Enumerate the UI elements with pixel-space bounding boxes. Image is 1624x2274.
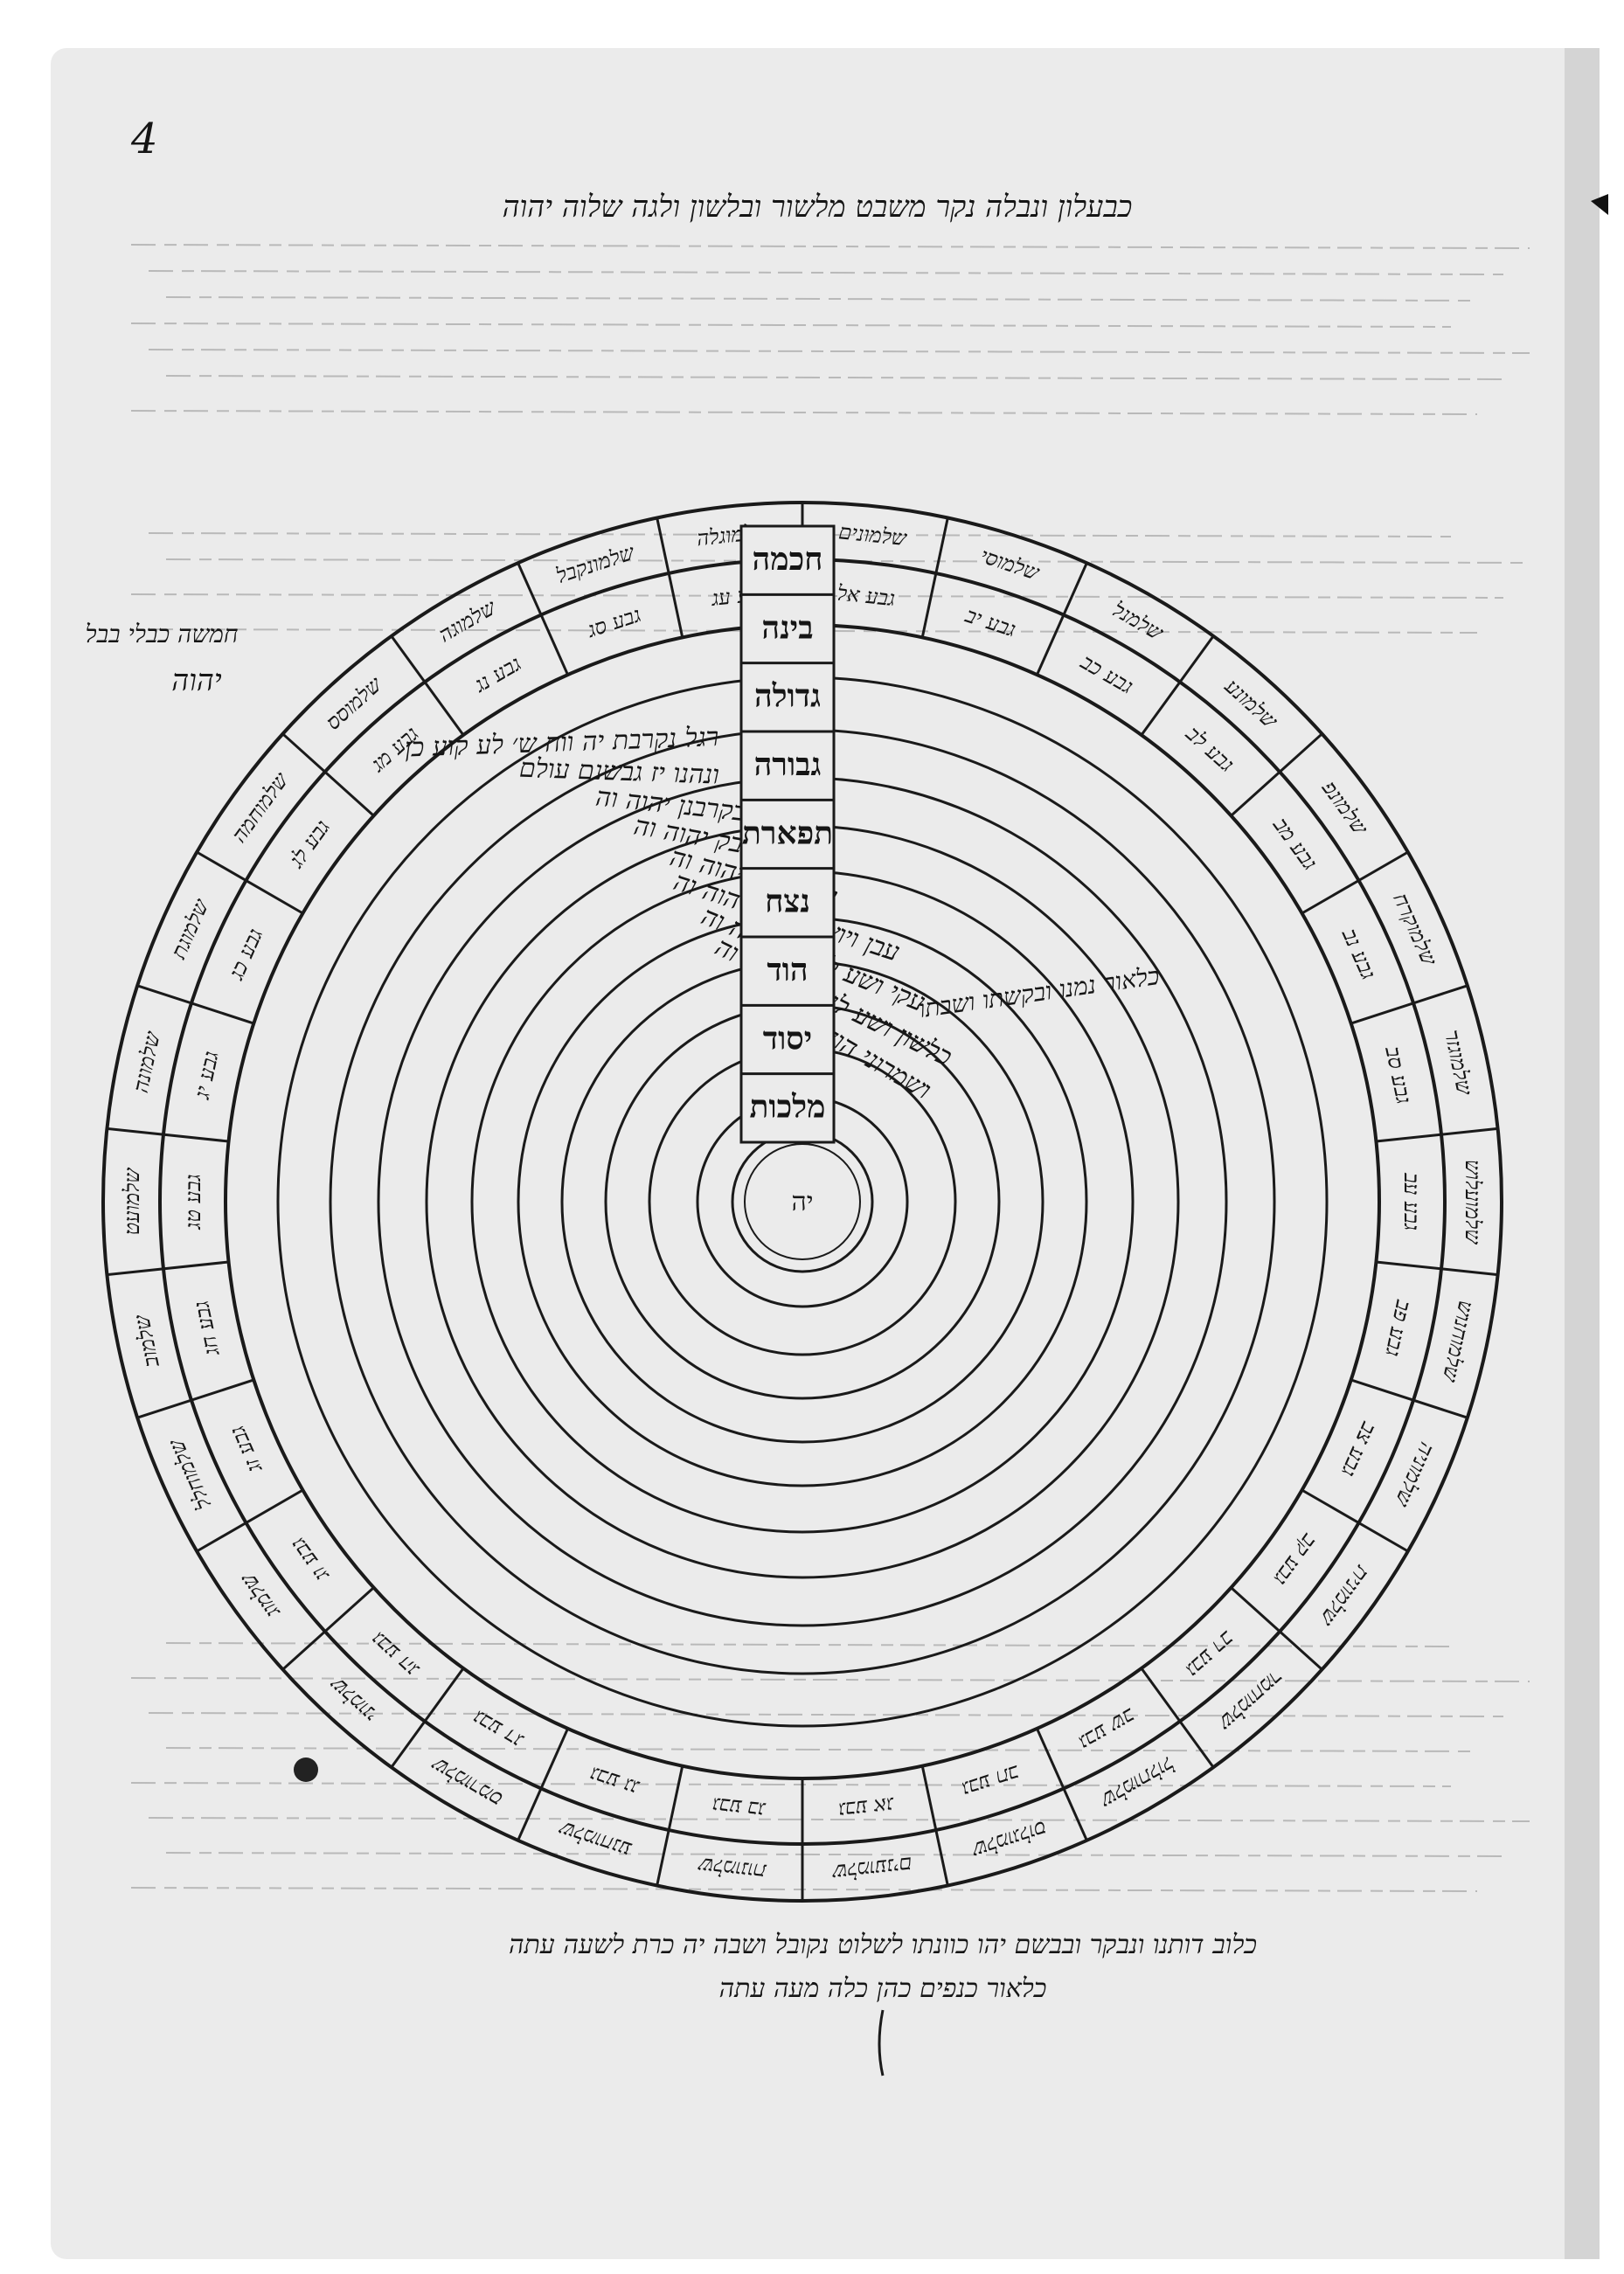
bleed-line xyxy=(165,1747,1478,1752)
band-divider xyxy=(1140,1667,1215,1769)
outer-band-dividers xyxy=(107,503,1498,1901)
bleed-line xyxy=(130,1782,1452,1787)
band-divider xyxy=(517,562,569,676)
band-divider xyxy=(107,1260,229,1277)
band-divider xyxy=(656,517,684,638)
bleed-line xyxy=(130,410,1478,415)
tab-mark xyxy=(1591,194,1608,215)
outer-cell-label: שלמועלוש xyxy=(1461,1160,1485,1245)
band-divider xyxy=(1230,732,1323,817)
band-divider xyxy=(1350,1378,1468,1419)
band-divider xyxy=(1230,1586,1323,1671)
folio-number: 4 xyxy=(130,114,158,163)
inner-cell-label: גבע בג xyxy=(711,1792,767,1822)
band-divider xyxy=(281,732,375,817)
ink-blot xyxy=(294,1757,318,1782)
band-divider xyxy=(196,1488,304,1553)
bleed-line xyxy=(165,1852,1504,1857)
band-divider xyxy=(1036,1728,1088,1841)
band-divider xyxy=(656,1765,684,1886)
band-divider xyxy=(1140,634,1215,736)
center-label: יה xyxy=(791,1187,813,1217)
band-divider xyxy=(107,1127,229,1143)
ring-inscription: ונהנו יז גבשנם עולם xyxy=(519,753,720,791)
band-divider xyxy=(920,517,949,638)
band-divider xyxy=(1036,562,1088,676)
bleed-line xyxy=(148,349,1530,354)
sefirah-label: חכמה xyxy=(753,541,823,578)
inner-cell-label: גבע טג xyxy=(181,1174,205,1230)
bleed-line xyxy=(165,375,1504,380)
bleed-line xyxy=(130,322,1452,328)
band-divider xyxy=(1350,984,1468,1025)
sefirah-label: מלכות xyxy=(750,1089,826,1126)
footer-flourish xyxy=(878,2009,885,2076)
band-divider xyxy=(920,1765,949,1886)
bleed-line xyxy=(165,1642,1452,1647)
header-inscription: כבעלון ונבלה נקר משבט מלשור ובלשון ולגה … xyxy=(503,190,1133,225)
sefirah-label: גדולה xyxy=(754,678,821,715)
bleed-line xyxy=(148,270,1504,275)
band-divider xyxy=(136,1378,254,1419)
band-divider xyxy=(390,634,465,736)
sefirah-label: נצח xyxy=(765,884,810,920)
band-divider xyxy=(136,984,254,1025)
sefirah-label: הוד xyxy=(767,952,808,988)
binding-edge xyxy=(1565,48,1600,2259)
outer-cell-label: שלמועט xyxy=(120,1168,144,1236)
band-divider xyxy=(390,1667,465,1769)
band-divider xyxy=(1376,1260,1498,1277)
sefirah-label: תפארת xyxy=(742,815,833,851)
band-divider xyxy=(517,1728,569,1841)
left-margin-name: יהוה xyxy=(171,663,222,698)
band-divider xyxy=(196,850,304,915)
bleed-line xyxy=(148,1817,1530,1822)
band-divider xyxy=(1301,850,1409,915)
band-divider xyxy=(281,1586,375,1671)
inner-cell-label: גבע אל xyxy=(836,580,896,611)
sefirot-column: חכמה בינה גדולה גבורה תפארת נצח הוד יסוד מלכות xyxy=(739,524,836,1144)
left-margin-note: חמשה כבלי בבל xyxy=(86,620,239,648)
sefirah-label: בינה xyxy=(761,609,813,646)
bleed-line xyxy=(165,296,1478,302)
sefirah-label: יסוד xyxy=(763,1020,812,1057)
ring xyxy=(744,1143,861,1260)
footer-line-2: כלאור כנפים כהן כלה מעה עתה xyxy=(719,1973,1047,2004)
band-divider xyxy=(1301,1488,1409,1553)
bleed-line xyxy=(130,1677,1530,1682)
inner-cell-label: גבע עב xyxy=(1399,1172,1424,1231)
bleed-line xyxy=(130,244,1530,249)
bleed-line xyxy=(130,1887,1478,1892)
bleed-line xyxy=(148,1712,1504,1717)
inner-cell-label: גבע אג xyxy=(837,1792,896,1823)
band-divider xyxy=(1376,1127,1498,1143)
footer-line-1: כלוב דותנו ונבקר ובבשם יהו כוונתו לשלוט … xyxy=(509,1930,1257,1960)
sefirah-label: גבורה xyxy=(754,746,822,783)
